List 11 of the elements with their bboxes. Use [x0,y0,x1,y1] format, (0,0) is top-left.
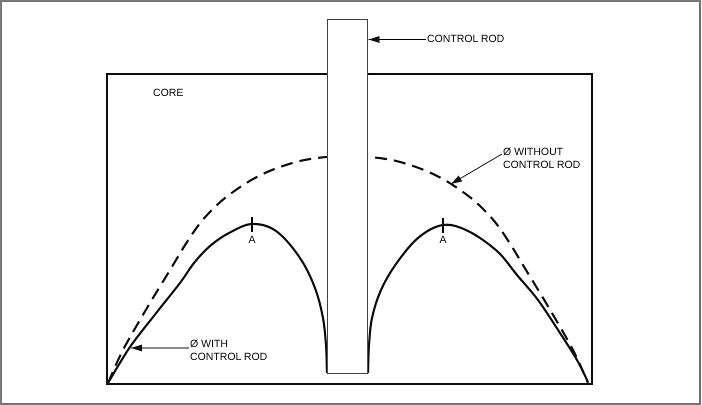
callout-text: Ø WITHOUT CONTROL ROD [503,146,587,172]
core-box [106,73,593,385]
leader-arrow [368,36,426,43]
callout-text: Ø WITH CONTROL ROD [190,338,274,364]
leader-arrow [130,344,190,352]
point-label: A [248,234,256,246]
core-label: CORE [153,87,184,100]
control-rod [327,19,368,374]
callout-text: CONTROL ROD [427,33,504,46]
leader-arrow [450,154,502,184]
point-label: A [440,234,446,246]
